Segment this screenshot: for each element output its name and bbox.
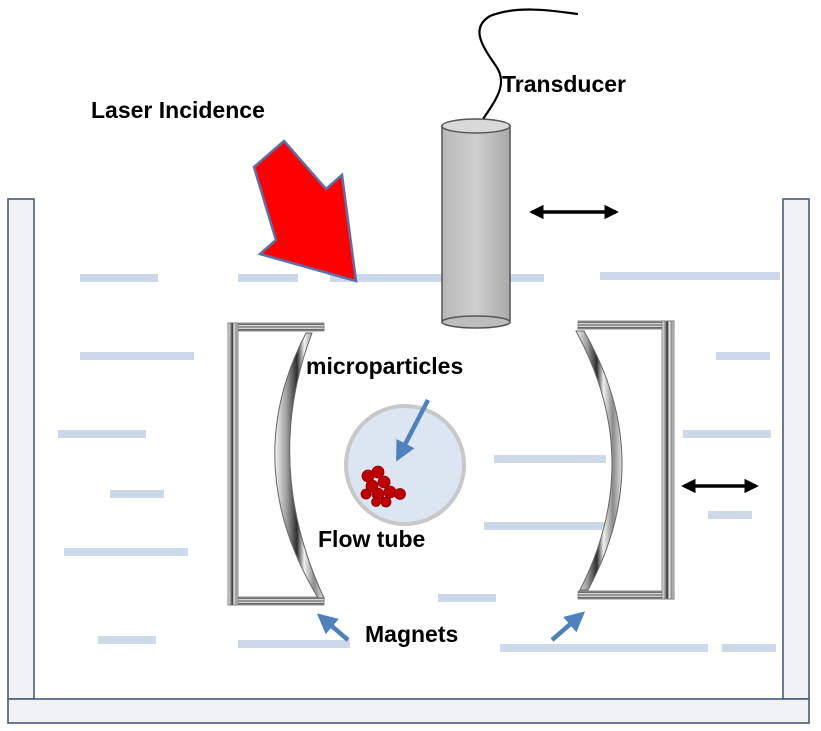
left-magnet-top-plate	[227, 322, 325, 332]
microparticle	[371, 465, 385, 479]
magnets-label: Magnets	[365, 621, 458, 647]
water-dash	[438, 594, 496, 602]
water-dash	[238, 274, 298, 282]
water-dash	[80, 274, 158, 282]
left-magnet	[227, 322, 325, 606]
left-magnet-bottom-plate	[227, 596, 325, 606]
right-magnet-bottom-plate	[577, 590, 675, 600]
water-dash	[98, 636, 156, 644]
microparticle	[360, 488, 372, 500]
microparticle	[383, 485, 397, 499]
microparticles-pointer-arrow	[396, 398, 430, 462]
water-dash	[722, 644, 776, 652]
tank-right-wall	[782, 198, 810, 700]
microparticle-cluster	[360, 465, 406, 508]
transducer-cable	[478, 8, 579, 125]
flow-tube	[344, 404, 466, 526]
left-magnet-back	[227, 322, 239, 606]
tank-bottom	[7, 698, 810, 724]
water-lines	[58, 272, 780, 652]
transducer-label: Transducer	[502, 71, 626, 97]
water-dash	[58, 430, 146, 438]
right-magnet-pole	[575, 330, 623, 591]
microparticles-label: microparticles	[306, 353, 463, 379]
water-dash	[716, 352, 770, 360]
right-magnet	[575, 320, 675, 600]
magnets-pointer-arrow-right	[550, 611, 586, 642]
tank-left-wall	[7, 198, 35, 700]
water-dash	[708, 511, 752, 519]
water-dash	[330, 274, 544, 282]
water-dash	[80, 352, 194, 360]
water-dash	[494, 455, 606, 463]
transducer	[441, 8, 579, 329]
microparticle	[371, 497, 381, 507]
laser-arrow	[252, 139, 358, 283]
transducer-body	[441, 125, 511, 323]
water-dash	[238, 640, 350, 648]
flow-tube-circle	[344, 404, 466, 526]
right-magnet-back	[661, 320, 675, 600]
laser-incidence-label: Laser Incidence	[91, 97, 265, 123]
water-dash	[64, 548, 188, 556]
transducer-top	[441, 118, 511, 134]
water-dash	[500, 644, 708, 652]
water-dash	[600, 272, 780, 280]
water-dash	[484, 522, 612, 530]
water-dash	[110, 490, 164, 498]
microparticle	[394, 488, 406, 500]
flow-tube-label: Flow tube	[318, 526, 425, 552]
water-tank	[7, 198, 810, 724]
water-dash	[683, 430, 771, 438]
microparticle	[380, 496, 392, 508]
right-magnet-top-plate	[577, 320, 675, 330]
microparticle	[377, 475, 391, 489]
transducer-bottom	[441, 315, 511, 329]
left-magnet-pole	[274, 332, 325, 599]
magnets-pointer-arrow-left	[316, 613, 350, 642]
